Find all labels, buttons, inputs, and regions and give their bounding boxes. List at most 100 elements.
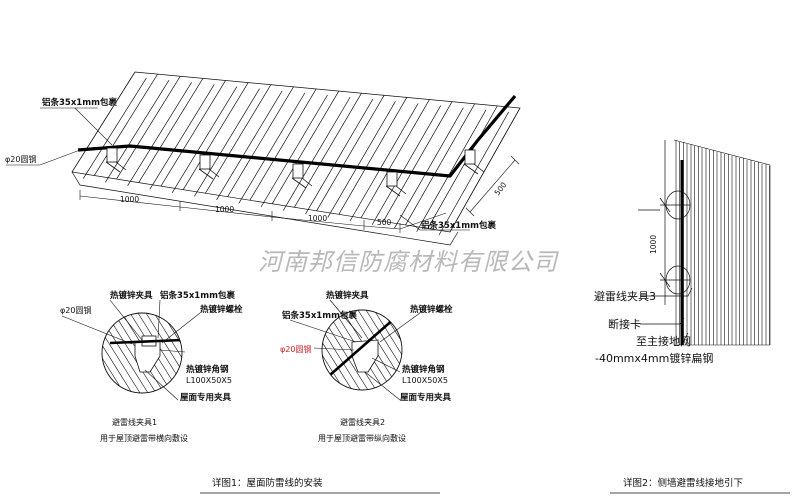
roof-rib (360, 99, 430, 219)
detail1-angle-label: 热镀锌角钢 (186, 364, 229, 375)
section-hatch (102, 313, 133, 393)
wall-dim: 1000 (649, 235, 658, 254)
roof-rib (216, 90, 283, 201)
roof-rib (171, 86, 238, 194)
detail2-strip-label: 铝条35x1mm包裹 (282, 310, 357, 321)
roof-clamp-leg (105, 161, 121, 173)
roof-clamp (292, 163, 304, 179)
detail2-title: 详图2：侧墙避雷线接地引下 (623, 477, 743, 489)
roof-rib (327, 101, 396, 218)
roof-rib (316, 95, 385, 212)
roof-clamp-leg (385, 185, 401, 197)
lightning-rod (77, 94, 517, 178)
roof-clamp (199, 154, 211, 170)
roof-labels: 铝条35x1mm包裹 φ20圆钢 铝条35x1mm包裹 (5, 97, 496, 231)
roof-clamp-leg (208, 168, 220, 178)
roof-clamp (386, 171, 398, 187)
roof-rib (405, 103, 476, 226)
detail1-caption-2: 用于屋顶避雷带横向敷设 (100, 433, 188, 443)
roof-dim-1: 1000 (120, 195, 139, 204)
roof-rib (160, 80, 226, 187)
side-wall (673, 139, 771, 346)
roof-rib (205, 84, 272, 194)
section-hatch (322, 310, 361, 390)
wall-clamp-label: 避雷线夹具3 (594, 289, 656, 303)
roof-rib (127, 82, 192, 187)
roof-rib (349, 103, 419, 222)
roof-clamp-leg (198, 168, 214, 180)
wall-groundnet-label: 至主接地网 (636, 335, 691, 348)
detail2-rod-label: φ20圆钢 (280, 344, 311, 354)
roof-rib (71, 71, 136, 173)
roof-dimensions (79, 155, 520, 233)
detail2-bolt-label: 热镀锌螺栓 (410, 304, 453, 315)
detail1-bolt-label: 热镀锌螺栓 (200, 304, 243, 315)
roof-rib (271, 90, 340, 204)
section-hatch (153, 313, 182, 393)
wall-outline (673, 139, 771, 346)
section-hatch (161, 313, 182, 393)
detail1-size-label: L100X50X5 (186, 376, 232, 385)
roof-clamp (464, 149, 476, 165)
detail2-angle-label: 热镀锌角钢 (402, 364, 445, 375)
section-hatch (102, 313, 117, 393)
detail2-roofclip-label: 屋面专用夹具 (400, 392, 452, 403)
detail1-strip-label: 铝条35x1mm包裹 (160, 290, 235, 301)
detail2-size-label: L100X50X5 (402, 376, 448, 385)
roof-clamp-leg (291, 177, 307, 189)
roof-dim-2: 1000 (215, 205, 234, 214)
roof-rib (82, 77, 147, 179)
roof-rib (294, 92, 362, 208)
roof-clamp-leg (301, 177, 313, 187)
detail2-clip-label: 热镀锌夹具 (326, 290, 369, 301)
section-hatch (145, 313, 182, 393)
roof-outline (71, 71, 521, 233)
roof-dim-3: 1000 (308, 214, 327, 223)
roof-rod-label: φ20圆钢 (5, 154, 36, 164)
roof-edge (71, 171, 459, 246)
roof-rib (249, 88, 317, 201)
section-hatch (102, 313, 109, 393)
roof-strip-label-top: 铝条35x1mm包裹 (42, 97, 117, 108)
roof-strip-label-bottom: 铝条35x1mm包裹 (421, 220, 496, 231)
roof-rib (105, 79, 170, 183)
roof-rib (260, 94, 328, 208)
roof-rib (193, 88, 260, 197)
wall-flatsteel-label: -40mmx4mm镀锌扁钢 (595, 351, 713, 365)
roof-perspective (71, 71, 521, 246)
roof-rib (138, 78, 204, 183)
roof-rib (227, 86, 294, 197)
section-hatch (322, 310, 353, 390)
roof-clamp-leg (115, 161, 127, 171)
detail2-caption-2: 用于屋顶避雷带纵向敷设 (318, 433, 406, 443)
roof-rib (416, 109, 487, 232)
detail1-title: 详图1：屋面防雷线的安装 (212, 477, 323, 489)
detail1-caption-1: 避雷线夹具1 (112, 417, 157, 427)
roof-rib (116, 76, 181, 180)
detail2-caption-1: 避雷线夹具2 (340, 417, 385, 427)
roof-rib (93, 73, 158, 176)
section-hatch (102, 313, 141, 393)
detail1-roofclip-label: 屋面专用夹具 (180, 392, 232, 403)
roof-clamps (105, 147, 485, 197)
roof-rib (438, 111, 509, 236)
watermark: 河南邦信防腐材料有限公司 (258, 248, 559, 276)
wall-callouts (638, 140, 693, 341)
roof-clamp-leg (395, 185, 407, 195)
section-hatch (322, 310, 345, 390)
roof-rib (371, 105, 442, 225)
roof-rib (282, 96, 351, 211)
detail2-labels (289, 299, 421, 401)
roof-rib (427, 105, 498, 229)
roof-rib (338, 97, 408, 215)
roof-rib (449, 107, 521, 233)
roof-rib (238, 92, 306, 204)
section-hatch (50, 313, 100, 393)
roof-rib (394, 107, 464, 229)
detail1-rod-label: φ20圆钢 (60, 305, 91, 315)
roof-rib (149, 84, 215, 190)
section-hatch (373, 310, 402, 390)
roof-clamp-leg (473, 163, 485, 173)
section-hatch (365, 310, 402, 390)
